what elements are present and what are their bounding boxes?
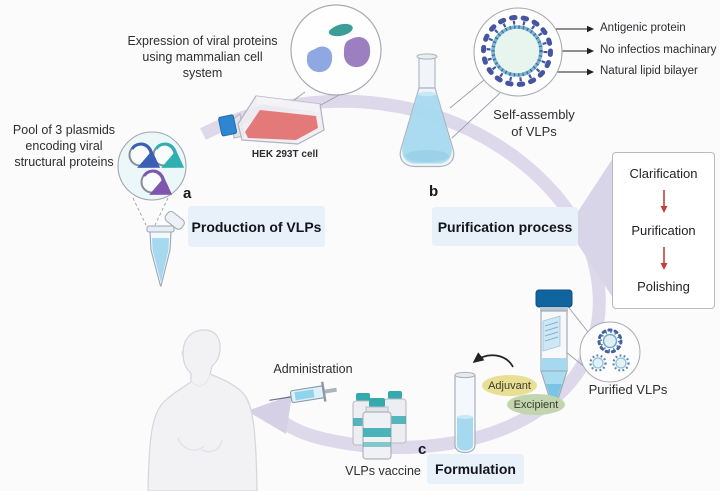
red-down-arrow-icon <box>660 190 667 214</box>
magnifier-lines-plasmids <box>132 197 169 226</box>
formulation-step-box: Formulation <box>427 454 524 484</box>
microcentrifuge-tube-icon <box>146 211 185 287</box>
human-figure-icon <box>147 329 258 491</box>
red-down-arrow-icon <box>660 246 667 270</box>
culture-flask-icon <box>218 95 325 145</box>
antigenic-protein-label: Antigenic protein <box>600 22 686 34</box>
erlenmeyer-flask-icon <box>399 53 455 168</box>
excipient-badge: Excipient <box>507 394 565 415</box>
purified-vlps-icon <box>579 321 641 383</box>
plasmids-caption: Pool of 3 plasmids encoding viral struct… <box>12 123 116 169</box>
panel-step-polishing: Polishing <box>637 279 690 294</box>
vlp-particle-icon <box>473 7 563 97</box>
expressed-proteins-circle-icon <box>290 4 382 96</box>
self-assembly-caption: Self-assembly of VLPs <box>493 107 575 139</box>
callout-funnel <box>577 158 613 298</box>
expression-caption: Expression of viral proteins using mamma… <box>127 34 278 80</box>
adjuvant-badge: Adjuvant <box>482 375 537 396</box>
magnifier-lines-vlp <box>449 79 501 139</box>
purification-step-box: Purification process <box>432 207 578 246</box>
step-a-letter: a <box>183 185 192 202</box>
test-tube-icon <box>454 371 476 454</box>
no-infectious-machinery-label: No infectios machinary <box>600 44 717 56</box>
plasmid-pool-icon <box>117 131 187 201</box>
purification-steps-panel: Clarification Purification Polishing <box>612 152 715 309</box>
panel-step-purification: Purification <box>631 222 696 238</box>
administration-label: Administration <box>273 362 353 376</box>
formulation-arrow <box>472 352 514 368</box>
lipid-bilayer-label: Natural lipid bilayer <box>600 65 698 77</box>
syringe-icon <box>269 381 337 404</box>
step-b-letter: b <box>429 183 439 200</box>
production-step-box: Production of VLPs <box>188 206 325 247</box>
vlps-vaccine-label: VLPs vaccine <box>345 464 421 478</box>
vaccine-vials-icon <box>352 391 407 460</box>
purified-vlps-label: Purified VLPs <box>588 382 668 397</box>
panel-step-clarification: Clarification <box>629 166 698 181</box>
flow-arrowhead-icon <box>247 395 292 434</box>
hek-cell-label: HEK 293T cell <box>251 149 319 160</box>
step-c-letter: c <box>418 441 427 458</box>
